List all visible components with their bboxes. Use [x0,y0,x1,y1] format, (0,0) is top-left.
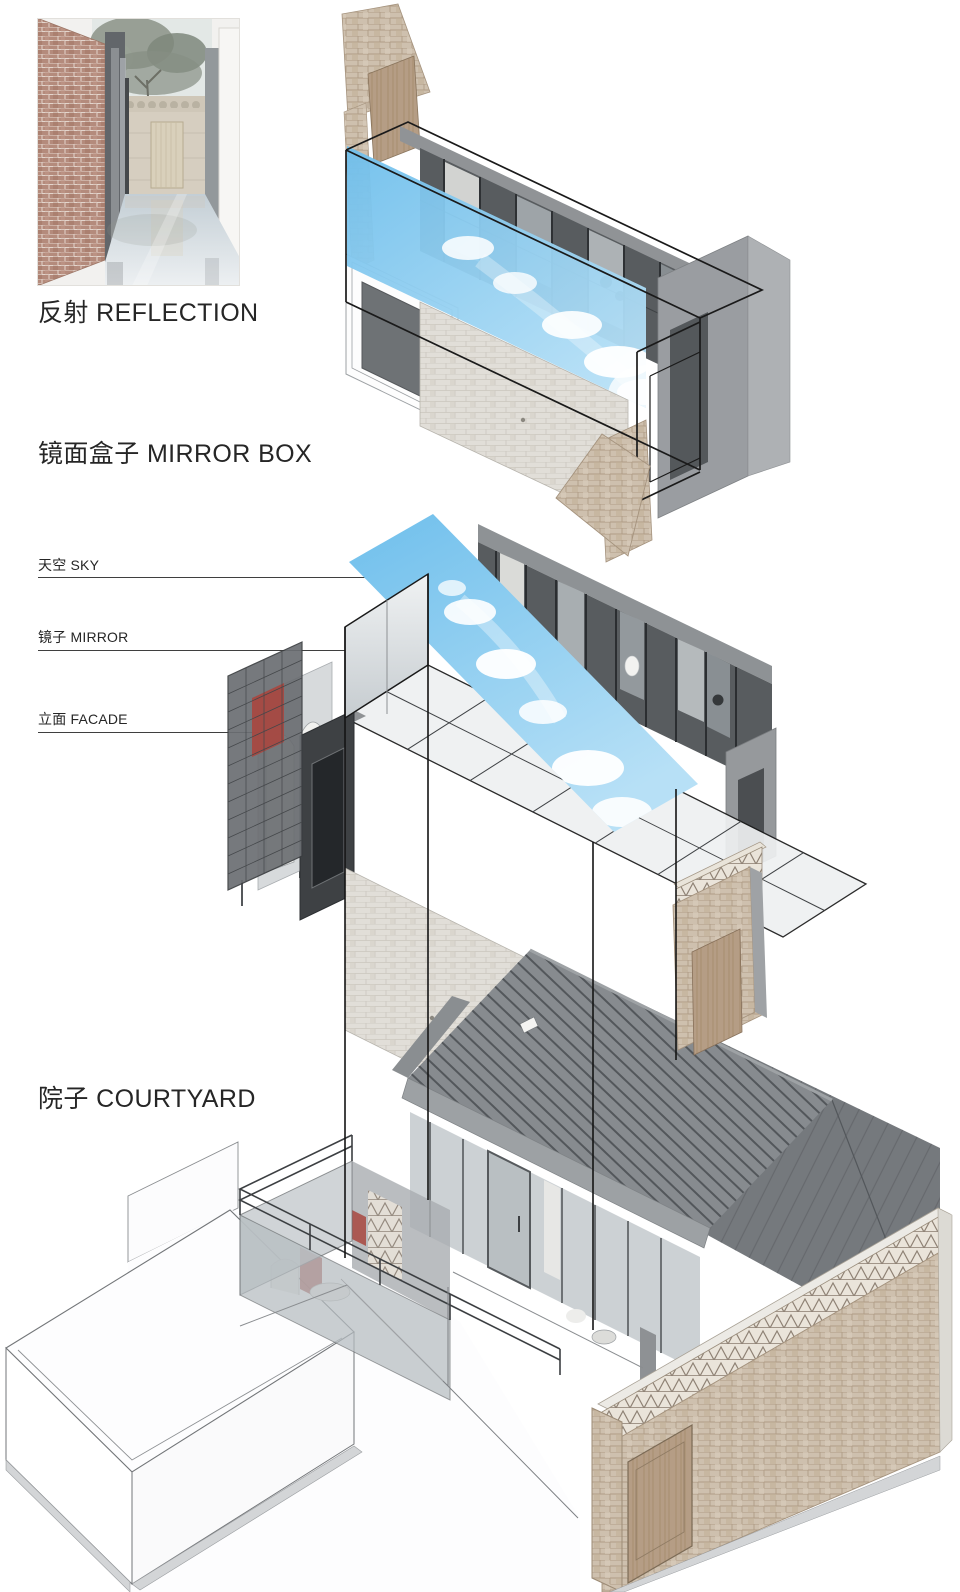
toilet-glimpse [624,655,640,677]
wood-panel [367,55,421,165]
perimeter-brick-wall [591,1207,953,1592]
photo-end-wall [125,112,205,194]
interior-chair [566,1309,586,1323]
callout-label-sky: 天空 SKY [38,557,100,573]
section-title-courtyard: 院子 COURTYARD [38,1085,256,1113]
section-title-mirror-box: 镜面盒子 MIRROR BOX [38,440,313,468]
callout-leader-facade [38,732,297,733]
end-door [670,312,708,480]
photo-balustrade [125,96,205,113]
glass-door [487,1149,531,1290]
end-wall-block [657,235,791,519]
volume-right-face [131,1331,355,1585]
facade-screen [227,641,366,921]
reflection-photo [37,18,240,286]
photo-frame [37,18,240,286]
glass-box-outline [345,121,765,503]
interior-table [591,1329,617,1345]
callout-label-facade: 立面 FACADE [38,711,128,727]
brick-gable-fragment [555,433,651,557]
chair-silhouette [712,694,724,706]
mirror-glass-strip [347,146,646,408]
lattice-screen [227,641,303,891]
terrace-back-slab [127,1141,239,1263]
red-brick-patch [252,683,284,757]
section-title-reflection: 反射 REFLECTION [38,299,259,327]
wood-door-panel [691,928,743,1056]
gable-soffit [392,996,470,1078]
wall-wood-door [627,1423,693,1585]
callout-leader-mirror [38,650,368,651]
callout-leader-sky [38,577,366,578]
callout-label-mirror: 镜子 MIRROR [38,629,129,645]
eave-fascia [401,1077,711,1249]
house-front [410,1112,700,1396]
wall-corner-pier [591,1407,623,1592]
photo-reflective-floor [105,194,240,286]
terrace-edge-lines [239,1271,644,1519]
mirror-box-projection-outline [344,574,677,1330]
box-top-fascia [400,126,742,303]
hovering-brick-piece [672,866,767,1056]
figure-mirror-box-assembled [341,3,791,563]
cloud-reflections [442,236,646,408]
figure-courtyard [5,841,953,1592]
